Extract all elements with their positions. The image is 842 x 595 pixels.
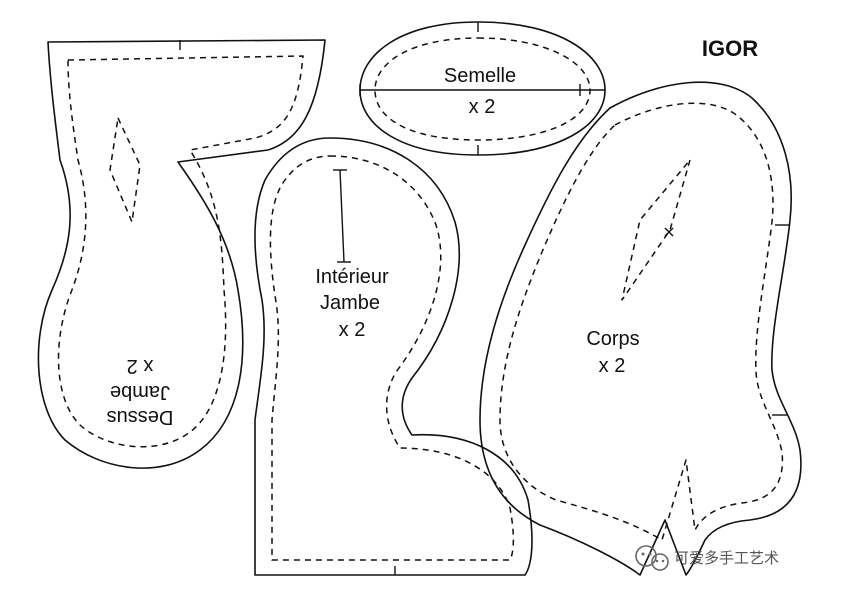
dessus-jambe-seam-line (57, 55, 304, 448)
watermark-text: 可爱多手工艺术 (674, 549, 779, 567)
piece-corps: Corps x 2 (479, 81, 802, 576)
corps-dart (621, 159, 691, 301)
pattern-title: IGOR (702, 36, 758, 61)
corps-quantity: x 2 (599, 355, 626, 377)
corps-cut-line (479, 81, 802, 576)
interieur-jambe-label-line2: Jambe (320, 292, 380, 314)
corps-seam-line (499, 102, 784, 541)
semelle-seam-line (374, 37, 591, 141)
semelle-cut-line (359, 21, 606, 156)
interieur-jambe-cut-line (254, 137, 533, 576)
piece-semelle: Semelle x 2 (359, 21, 606, 156)
dessus-jambe-quantity: x 2 (127, 355, 154, 377)
piece-interieur-jambe: Intérieur Jambe x 2 (254, 137, 533, 576)
interieur-jambe-quantity: x 2 (339, 319, 366, 341)
interieur-jambe-opening-line (339, 169, 345, 263)
dessus-jambe-label-line2: Jambe (110, 381, 170, 403)
dessus-jambe-cut-line (37, 39, 326, 469)
semelle-label: Semelle (444, 65, 516, 87)
dessus-jambe-dart (109, 117, 141, 223)
dessus-jambe-label-line1: Dessus (107, 406, 174, 428)
corps-label: Corps (586, 328, 639, 350)
watermark: 可爱多手工艺术 (635, 545, 779, 571)
corps-dart-mark (664, 227, 674, 237)
semelle-quantity: x 2 (469, 96, 496, 118)
interieur-jambe-seam-line (269, 155, 515, 561)
piece-dessus-jambe: Dessus Jambe x 2 (37, 39, 326, 469)
interieur-jambe-label-line1: Intérieur (315, 266, 389, 288)
watermark-logo-icon (635, 545, 669, 571)
